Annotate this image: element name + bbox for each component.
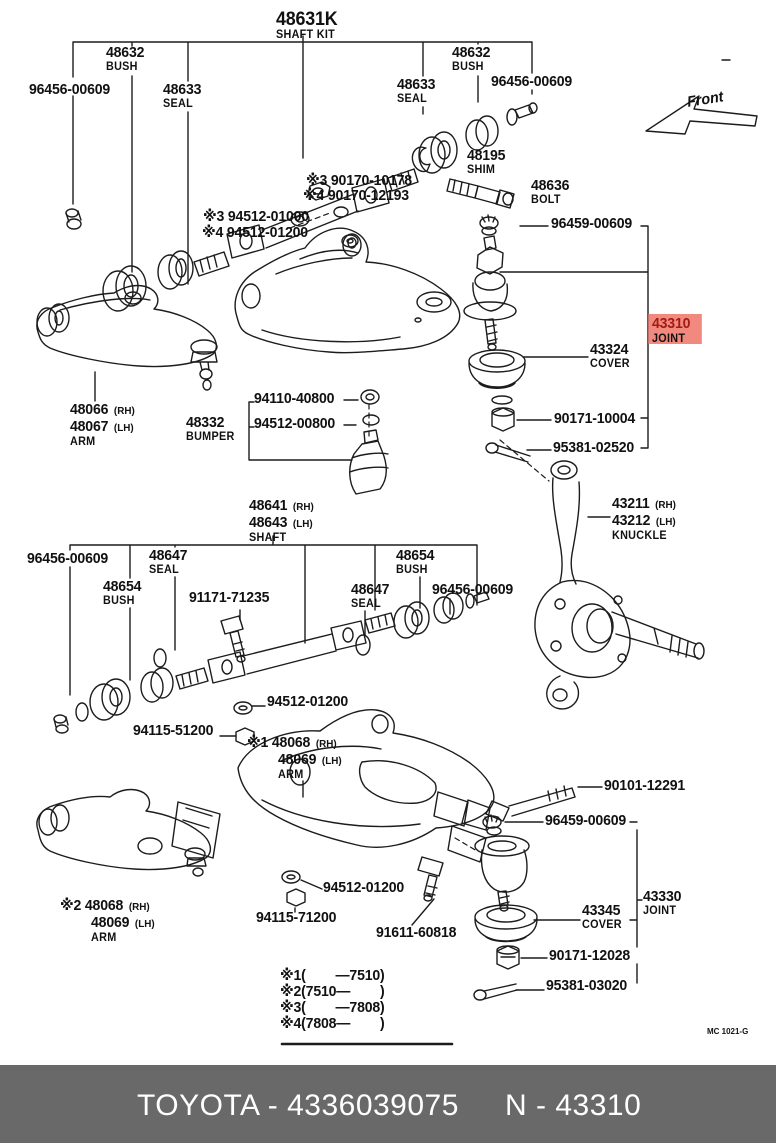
label-90101-12291: 90101-12291 [604, 777, 686, 794]
label-94115-51200: 94115-51200 [133, 722, 214, 739]
label-plate-code: MC 1021-G [707, 1026, 749, 1036]
diagram-linework [36, 35, 758, 1046]
label-94110-40800: 94110-40800 [254, 390, 335, 407]
label-94512-01000: ※3 94512-01000 [203, 208, 309, 225]
label-95381-02520: 95381-02520 [553, 439, 635, 456]
label-94512-01200-mid: 94512-01200 [267, 693, 349, 710]
knuckle-drawing [534, 460, 705, 710]
label-upper-arm-left: 48066(RH)48067(LH)ARM [70, 401, 135, 449]
upper-ball-joint [463, 214, 531, 463]
front-arrow [645, 95, 758, 135]
lower-ball-joint [281, 785, 576, 1001]
label-95381-03020: 95381-03020 [546, 977, 628, 994]
footer-bar: TOYOTA - 4336039075 N - 43310 [0, 1065, 776, 1143]
upper-arm-left [36, 284, 218, 391]
label-96456-00609-top-left: 96456-00609 [29, 81, 111, 98]
label-90170-12193: ※4 90170-12193 [303, 187, 409, 204]
label-96459-00609-lower: 96459-00609 [545, 812, 627, 829]
lower-arm-center [237, 709, 495, 848]
label-94512-01200-top: ※4 94512-01200 [202, 224, 308, 241]
label-applicability: ※1( —7510)※2(7510— )※3( —7808)※4(7808— ) [280, 967, 385, 1032]
label-lower-arm-no1: ※1 48068(RH)48069(LH)ARM [247, 734, 342, 782]
lower-arm-left [36, 788, 221, 877]
footer-part-code: TOYOTA - 4336039075 [137, 1089, 459, 1122]
label-91611-60818: 91611-60818 [376, 924, 457, 941]
label-96456-00609-top-right: 96456-00609 [491, 73, 573, 90]
label-90171-12028: 90171-12028 [549, 947, 631, 964]
label-94512-00800: 94512-00800 [254, 415, 336, 432]
label-90170-10178: ※3 90170-10178 [306, 172, 412, 189]
label-shaft-48641: 48641(RH)48643(LH)SHAFT [249, 497, 314, 545]
bumper-and-small-parts [349, 389, 389, 495]
label-knuckle: 43211(RH)43212(LH)KNUCKLE [612, 495, 676, 543]
label-91171-71235: 91171-71235 [189, 589, 270, 606]
label-94512-01200-bottom: 94512-01200 [323, 879, 405, 896]
footer-part-number: N - 43310 [505, 1089, 642, 1122]
label-90171-10004: 90171-10004 [554, 410, 636, 427]
second-shaft-assembly [53, 591, 490, 746]
label-96456-00609-mid-right: 96456-00609 [432, 581, 514, 598]
upper-arm-center [234, 227, 461, 354]
label-96459-00609-upper: 96459-00609 [551, 215, 633, 232]
label-lower-arm-no2: ※2 48068(RH)48069(LH)ARM [60, 897, 155, 945]
label-96456-00609-mid-left: 96456-00609 [27, 550, 109, 567]
label-94115-71200: 94115-71200 [256, 909, 337, 926]
